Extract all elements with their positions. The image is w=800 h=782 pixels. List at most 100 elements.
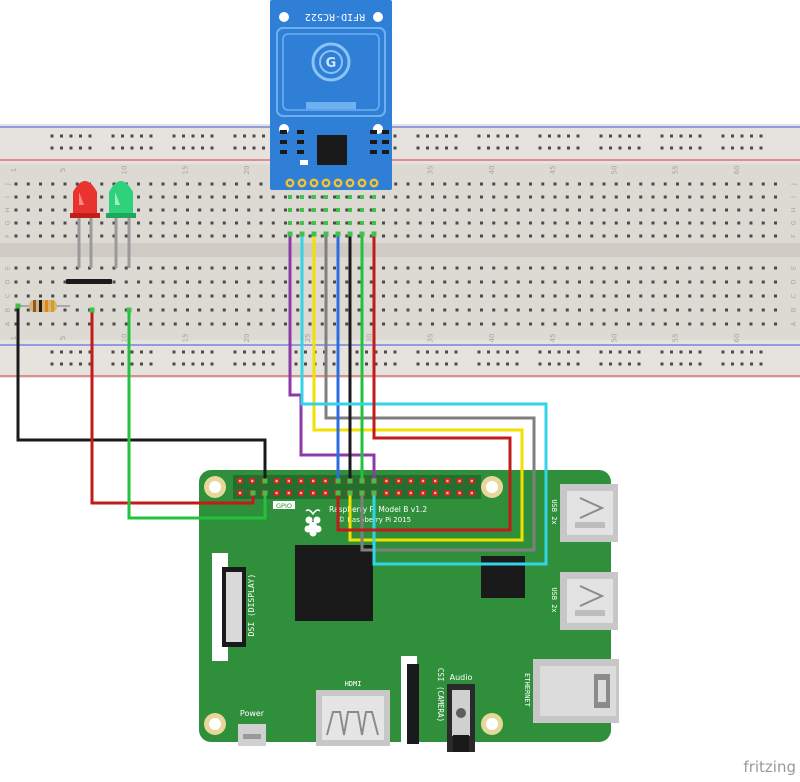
breadboard-hole [529,182,532,186]
breadboard-hole [480,182,483,186]
breadboard-hole [774,308,777,312]
breadboard-hole [345,195,349,199]
rail-hole [88,362,92,366]
rail-hole [445,350,448,354]
breadboard-hole [749,294,753,298]
red-led [70,181,100,268]
breadboard-hole [774,221,777,225]
rail-hole [426,146,429,150]
rail-hole [149,362,153,366]
breadboard-hole [431,280,434,284]
breadboard-hole [431,322,434,326]
rail-hole [576,350,580,354]
breadboard-hole [369,195,373,199]
breadboard-hole [725,280,728,284]
rail-hole [576,146,580,150]
breadboard-hole [676,266,679,270]
breadboard-hole [284,195,287,199]
breadboard-hole [761,308,765,312]
breadboard-hole [406,280,410,284]
breadboard-hole [565,266,569,270]
csi-label: CSI (CAMERA) [436,668,445,722]
breadboard-hole [308,266,312,270]
breadboard-hole [100,322,104,326]
rail-hole [721,134,725,138]
breadboard-hole [137,234,140,238]
column-number: 50 [610,166,618,175]
rail-hole [660,362,664,366]
breadboard-hole [345,308,349,312]
rfid-logo-ring [319,50,343,74]
breadboard-hole [369,308,373,312]
breadboard-hole [663,280,667,284]
breadboard-hole [774,266,777,270]
breadboard-hole [137,280,140,284]
breadboard-hole [124,308,128,312]
rail-hole [130,350,134,354]
breadboard-hole [541,208,545,212]
breadboard-hole [100,221,104,225]
gpio-pin-center [287,479,290,483]
wire-endpoint [262,478,268,484]
rail-hole [243,134,246,138]
breadboard-hole [737,221,741,225]
rail-hole [740,134,744,138]
breadboard-hole [529,280,532,284]
row-letter: B [4,308,12,312]
rail-hole [172,146,176,150]
breadboard-hole [51,294,55,298]
breadboard-hole [578,221,581,225]
rail-hole [243,362,246,366]
gpio-pin-center [238,479,242,483]
breadboard-hole [418,308,422,312]
breadboard-hole [173,294,177,298]
breadboard-hole [516,182,520,186]
breadboard-hole [590,294,594,298]
ethernet-port [533,659,619,723]
rfid-pin-hole [324,181,328,185]
breadboard-hole [271,208,275,212]
breadboard-hole [259,294,263,298]
row-letter: B [790,308,798,312]
breadboard-hole [186,266,189,270]
breadboard-hole [51,234,55,238]
breadboard-hole [614,182,618,186]
breadboard-hole [161,294,165,298]
gpio-pin-center [324,491,327,495]
breadboard-hole [26,221,30,225]
breadboard-hole [492,308,496,312]
breadboard-hole [222,221,226,225]
breadboard-hole [63,294,67,298]
breadboard-hole [406,308,410,312]
breadboard-hole [39,266,42,270]
breadboard-hole [14,221,18,225]
breadboard-hole [614,308,618,312]
breadboard-hole [63,266,67,270]
breadboard-hole [369,221,373,225]
rail-hole [454,362,458,366]
rfid-pin-hole [300,181,304,185]
breadboard-hole [112,266,116,270]
breadboard-hole [651,221,655,225]
breadboard-hole [210,294,214,298]
breadboard-hole [749,322,753,326]
pi-board [199,470,611,742]
breadboard-hole [602,322,606,326]
breadboard-hole [480,308,483,312]
breadboard-hole [369,294,373,298]
breadboard-hole [247,195,251,199]
breadboard-hole [63,234,67,238]
breadboard-hole [504,322,508,326]
breadboard-hole [504,208,508,212]
rail-hole [689,146,692,150]
red-led-body [73,181,97,215]
rail-hole [567,134,570,138]
breadboard-hole [406,322,410,326]
rail-hole [759,146,763,150]
breadboard-hole [406,234,410,238]
rail-hole [210,146,214,150]
rail-hole [445,362,448,366]
breadboard-hole [504,308,508,312]
breadboard-hole [492,322,496,326]
breadboard-hole [688,294,692,298]
